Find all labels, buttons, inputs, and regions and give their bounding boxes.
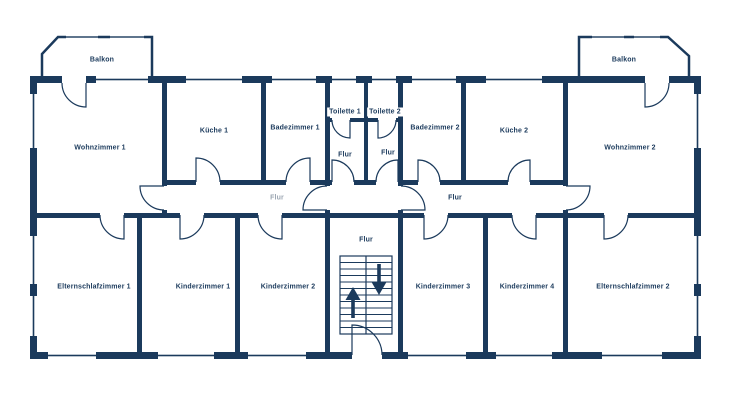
door-gaps [62, 76, 669, 359]
room-label-kinderzimmer-1: Kinderzimmer 1 [175, 283, 231, 291]
interior-walls [30, 83, 701, 352]
balcony-windows [66, 34, 660, 40]
room-label-flur-stairwell: Flur [359, 236, 373, 244]
room-label-kinderzimmer-2: Kinderzimmer 2 [260, 283, 316, 291]
room-label-flur-apartment1-top: Flur [336, 150, 354, 160]
room-label-elternschlafzimmer-2: Elternschlafzimmer 2 [596, 283, 670, 291]
stairs-up-arrow-icon [345, 287, 361, 318]
balcony-right-outline [577, 35, 691, 76]
room-label-toilette-1: Toilette 1 [327, 107, 363, 117]
stairs-down-arrow-icon [371, 264, 387, 295]
room-label-badezimmer-1: Badezimmer 1 [270, 124, 320, 132]
doors-layer [61, 82, 670, 356]
room-label-badezimmer-2: Badezimmer 2 [410, 124, 460, 132]
room-label-kueche-2: Küche 2 [499, 127, 529, 135]
room-label-wohnzimmer-1: Wohnzimmer 1 [74, 144, 126, 152]
room-label-wohnzimmer-2: Wohnzimmer 2 [604, 144, 656, 152]
balcony-left-outline [40, 35, 154, 76]
room-label-kinderzimmer-3: Kinderzimmer 3 [415, 283, 471, 291]
room-label-balkon-left: Balkon [89, 56, 115, 64]
room-label-kueche-1: Küche 1 [199, 127, 229, 135]
room-label-elternschlafzimmer-1: Elternschlafzimmer 1 [57, 283, 131, 291]
room-label-flur-apartment2: Flur [448, 194, 462, 202]
room-label-balkon-right: Balkon [611, 56, 637, 64]
windows-layer [30, 76, 701, 359]
staircase [339, 255, 393, 335]
room-label-toilette-2: Toilette 2 [367, 107, 403, 117]
room-label-flur-apartment1: Flur [270, 194, 284, 202]
room-label-kinderzimmer-4: Kinderzimmer 4 [499, 283, 555, 291]
room-label-flur-apartment2-top: Flur [379, 148, 397, 158]
